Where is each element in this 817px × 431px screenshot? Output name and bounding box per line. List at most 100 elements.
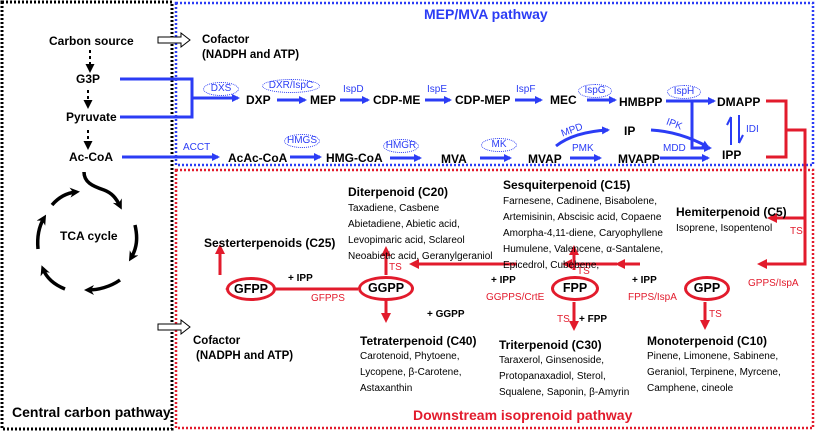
diterpenoid-line: Levopimaric acid, Sclareol <box>348 235 465 246</box>
g3p-node: G3P <box>76 72 101 86</box>
mva-node: MVA <box>441 152 467 166</box>
triterpenoid-line: Protopanaxadiol, Sterol, <box>499 371 606 382</box>
sesquiterpenoid-line: Humulene, Valencene, α-Santalene, <box>503 244 664 255</box>
enzyme-ispg: IspG <box>578 84 612 98</box>
mvapp-node: MVAPP <box>618 152 660 166</box>
monoterpenoid-line: Pinene, Limonene, Sabinene, <box>647 351 779 362</box>
diterpenoid-block: Diterpenoid (C20) Taxadiene, Casbene Abi… <box>348 185 493 265</box>
enzyme-ts-triterpenoid: TS <box>557 314 570 325</box>
monoterpenoid-block: Monoterpenoid (C10) Pinene, Limonene, Sa… <box>647 334 781 397</box>
mep-node: MEP <box>310 93 337 107</box>
enzyme-mdd: MDD <box>663 143 686 154</box>
cofactor-top: Cofactor (NADPH and ATP) <box>202 33 299 63</box>
mep-mva-title: MEP/MVA pathway <box>424 6 548 22</box>
enzyme-pmk: PMK <box>572 143 594 154</box>
enzyme-hmgs: HMGS <box>284 134 320 148</box>
enzyme-ispd: IspD <box>343 84 364 95</box>
plus-ipp-gfpp: + IPP <box>288 273 313 284</box>
cofactor-top-line1: Cofactor <box>202 34 250 46</box>
tetraterpenoid-block: Tetraterpenoid (C40) Carotenoid, Phytoen… <box>360 334 476 397</box>
enzyme-idi: IDI <box>746 124 759 135</box>
enzyme-ts-monoterpenoid: TS <box>709 309 722 320</box>
enzyme-fpps-ispa: FPPS/IspA <box>628 292 677 303</box>
pill-ggpp: GGPP <box>358 276 414 301</box>
dxp-node: DXP <box>246 93 271 107</box>
triterpenoid-line: Squalene, Saponin, β-Amyrin <box>499 387 630 398</box>
dmapp-node: DMAPP <box>717 95 761 109</box>
cdp-mep-node: CDP-MEP <box>455 93 511 107</box>
mep-mva-box <box>174 1 815 167</box>
hemiterpenoid-line: Isoprene, Isopentenol <box>676 223 773 234</box>
plus-ggpp: + GGPP <box>427 309 465 320</box>
enzyme-ts-sesquiterpenoid: TS <box>577 266 590 277</box>
accoa-node: Ac-CoA <box>69 150 113 164</box>
pill-gpp: GPP <box>684 276 730 301</box>
central-carbon-box <box>0 0 174 431</box>
triterpenoid-title: Triterpenoid (C30) <box>499 338 602 352</box>
tca-cycle-label: TCA cycle <box>60 229 118 243</box>
carbon-source-label: Carbon source <box>49 34 134 48</box>
monoterpenoid-line: Geraniol, Terpinene, Myrcene, <box>647 367 781 378</box>
diterpenoid-line: Neoabietic acid, Geranylgeraniol <box>348 251 493 262</box>
enzyme-gpps-ispa: GPPS/IspA <box>748 278 799 289</box>
downstream-box <box>174 168 815 430</box>
cofactor-top-arrow <box>157 31 191 49</box>
pyruvate-node: Pyruvate <box>66 110 117 124</box>
enzyme-mk: MK <box>481 138 517 152</box>
sesquiterpenoid-title: Sesquiterpenoid (C15) <box>503 178 631 192</box>
downstream-title: Downstream isoprenoid pathway <box>413 407 633 423</box>
triterpenoid-line: Taraxerol, Ginsenoside, <box>499 355 605 366</box>
diterpenoid-title: Diterpenoid (C20) <box>348 185 449 199</box>
mvap-node: MVAP <box>528 152 562 166</box>
tetraterpenoid-line: Carotenoid, Phytoene, <box>360 351 460 362</box>
diterpenoid-line: Abietadiene, Abietic acid, <box>348 219 460 230</box>
tetraterpenoid-line: Lycopene, β-Carotene, <box>360 367 462 378</box>
hemiterpenoid-title: Hemiterpenoid (C5) <box>676 205 787 219</box>
hemiterpenoid-block: Hemiterpenoid (C5) Isoprene, Isopentenol <box>676 205 787 237</box>
enzyme-ispe: IspE <box>427 84 448 95</box>
mec-node: MEC <box>550 93 577 107</box>
cofactor-bottom-arrow <box>157 318 191 336</box>
cofactor-bottom: Cofactor (NADPH and ATP) <box>193 334 293 364</box>
cofactor-bottom-line1: Cofactor <box>193 335 241 347</box>
enzyme-isph: IspH <box>667 85 701 99</box>
pill-gfpp: GFPP <box>226 277 276 301</box>
acac-coa-node: AcAc-CoA <box>228 151 288 165</box>
tca-cycle-arrows <box>35 171 139 295</box>
mva-pathway-arrows <box>122 126 710 162</box>
ipp-node: IPP <box>722 148 742 162</box>
enzyme-hmgr: HMGR <box>383 139 419 153</box>
tetraterpenoid-title: Tetraterpenoid (C40) <box>360 334 477 348</box>
red-connector <box>757 99 807 269</box>
cofactor-top-line2: (NADPH and ATP) <box>202 49 300 61</box>
monoterpenoid-title: Monoterpenoid (C10) <box>647 334 767 348</box>
sesquiterpenoid-block: Sesquiterpenoid (C15) Farnesene, Cadinen… <box>503 178 663 274</box>
enzyme-ts-diterpenoid: TS <box>389 262 402 273</box>
tetraterpenoid-line: Astaxanthin <box>360 383 413 394</box>
hmbpp-node: HMBPP <box>619 95 663 109</box>
enzyme-gfpps: GFPPS <box>311 293 345 304</box>
sesterterpenoids-title: Sesterterpenoids (C25) <box>204 236 336 250</box>
cofactor-bottom-line2: (NADPH and ATP) <box>196 350 294 362</box>
enzyme-dxs: DXS <box>203 82 239 96</box>
enzyme-acct: ACCT <box>183 142 211 153</box>
idi-reversible-arrows <box>726 115 744 145</box>
triterpenoid-block: Triterpenoid (C30) Taraxerol, Ginsenosid… <box>499 338 629 401</box>
enzyme-ggpps-crte: GGPPS/CrtE <box>486 292 545 303</box>
enzyme-ts-hemiterpenoid: TS <box>790 226 803 237</box>
enzyme-dxr-ispc: DXR/IspC <box>262 79 320 93</box>
pill-fpp: FPP <box>551 276 599 301</box>
enzyme-ispf: IspF <box>516 84 536 95</box>
sesquiterpenoid-line: Amorpha-4,11-diene, Caryophyllene <box>503 228 663 239</box>
diterpenoid-line: Taxadiene, Casbene <box>348 203 440 214</box>
sesquiterpenoid-line: Artemisinin, Abscisic acid, Copaene <box>503 212 662 223</box>
plus-ipp-ggpp: + IPP <box>491 275 516 286</box>
ip-node: IP <box>624 124 636 138</box>
plus-fpp: + FPP <box>579 314 608 325</box>
monoterpenoid-line: Camphene, cineole <box>647 383 734 394</box>
hmg-coa-node: HMG-CoA <box>326 151 383 165</box>
cdp-me-node: CDP-ME <box>373 93 421 107</box>
plus-ipp-fpp: + IPP <box>632 275 657 286</box>
mep-pathway-arrows <box>120 77 716 152</box>
